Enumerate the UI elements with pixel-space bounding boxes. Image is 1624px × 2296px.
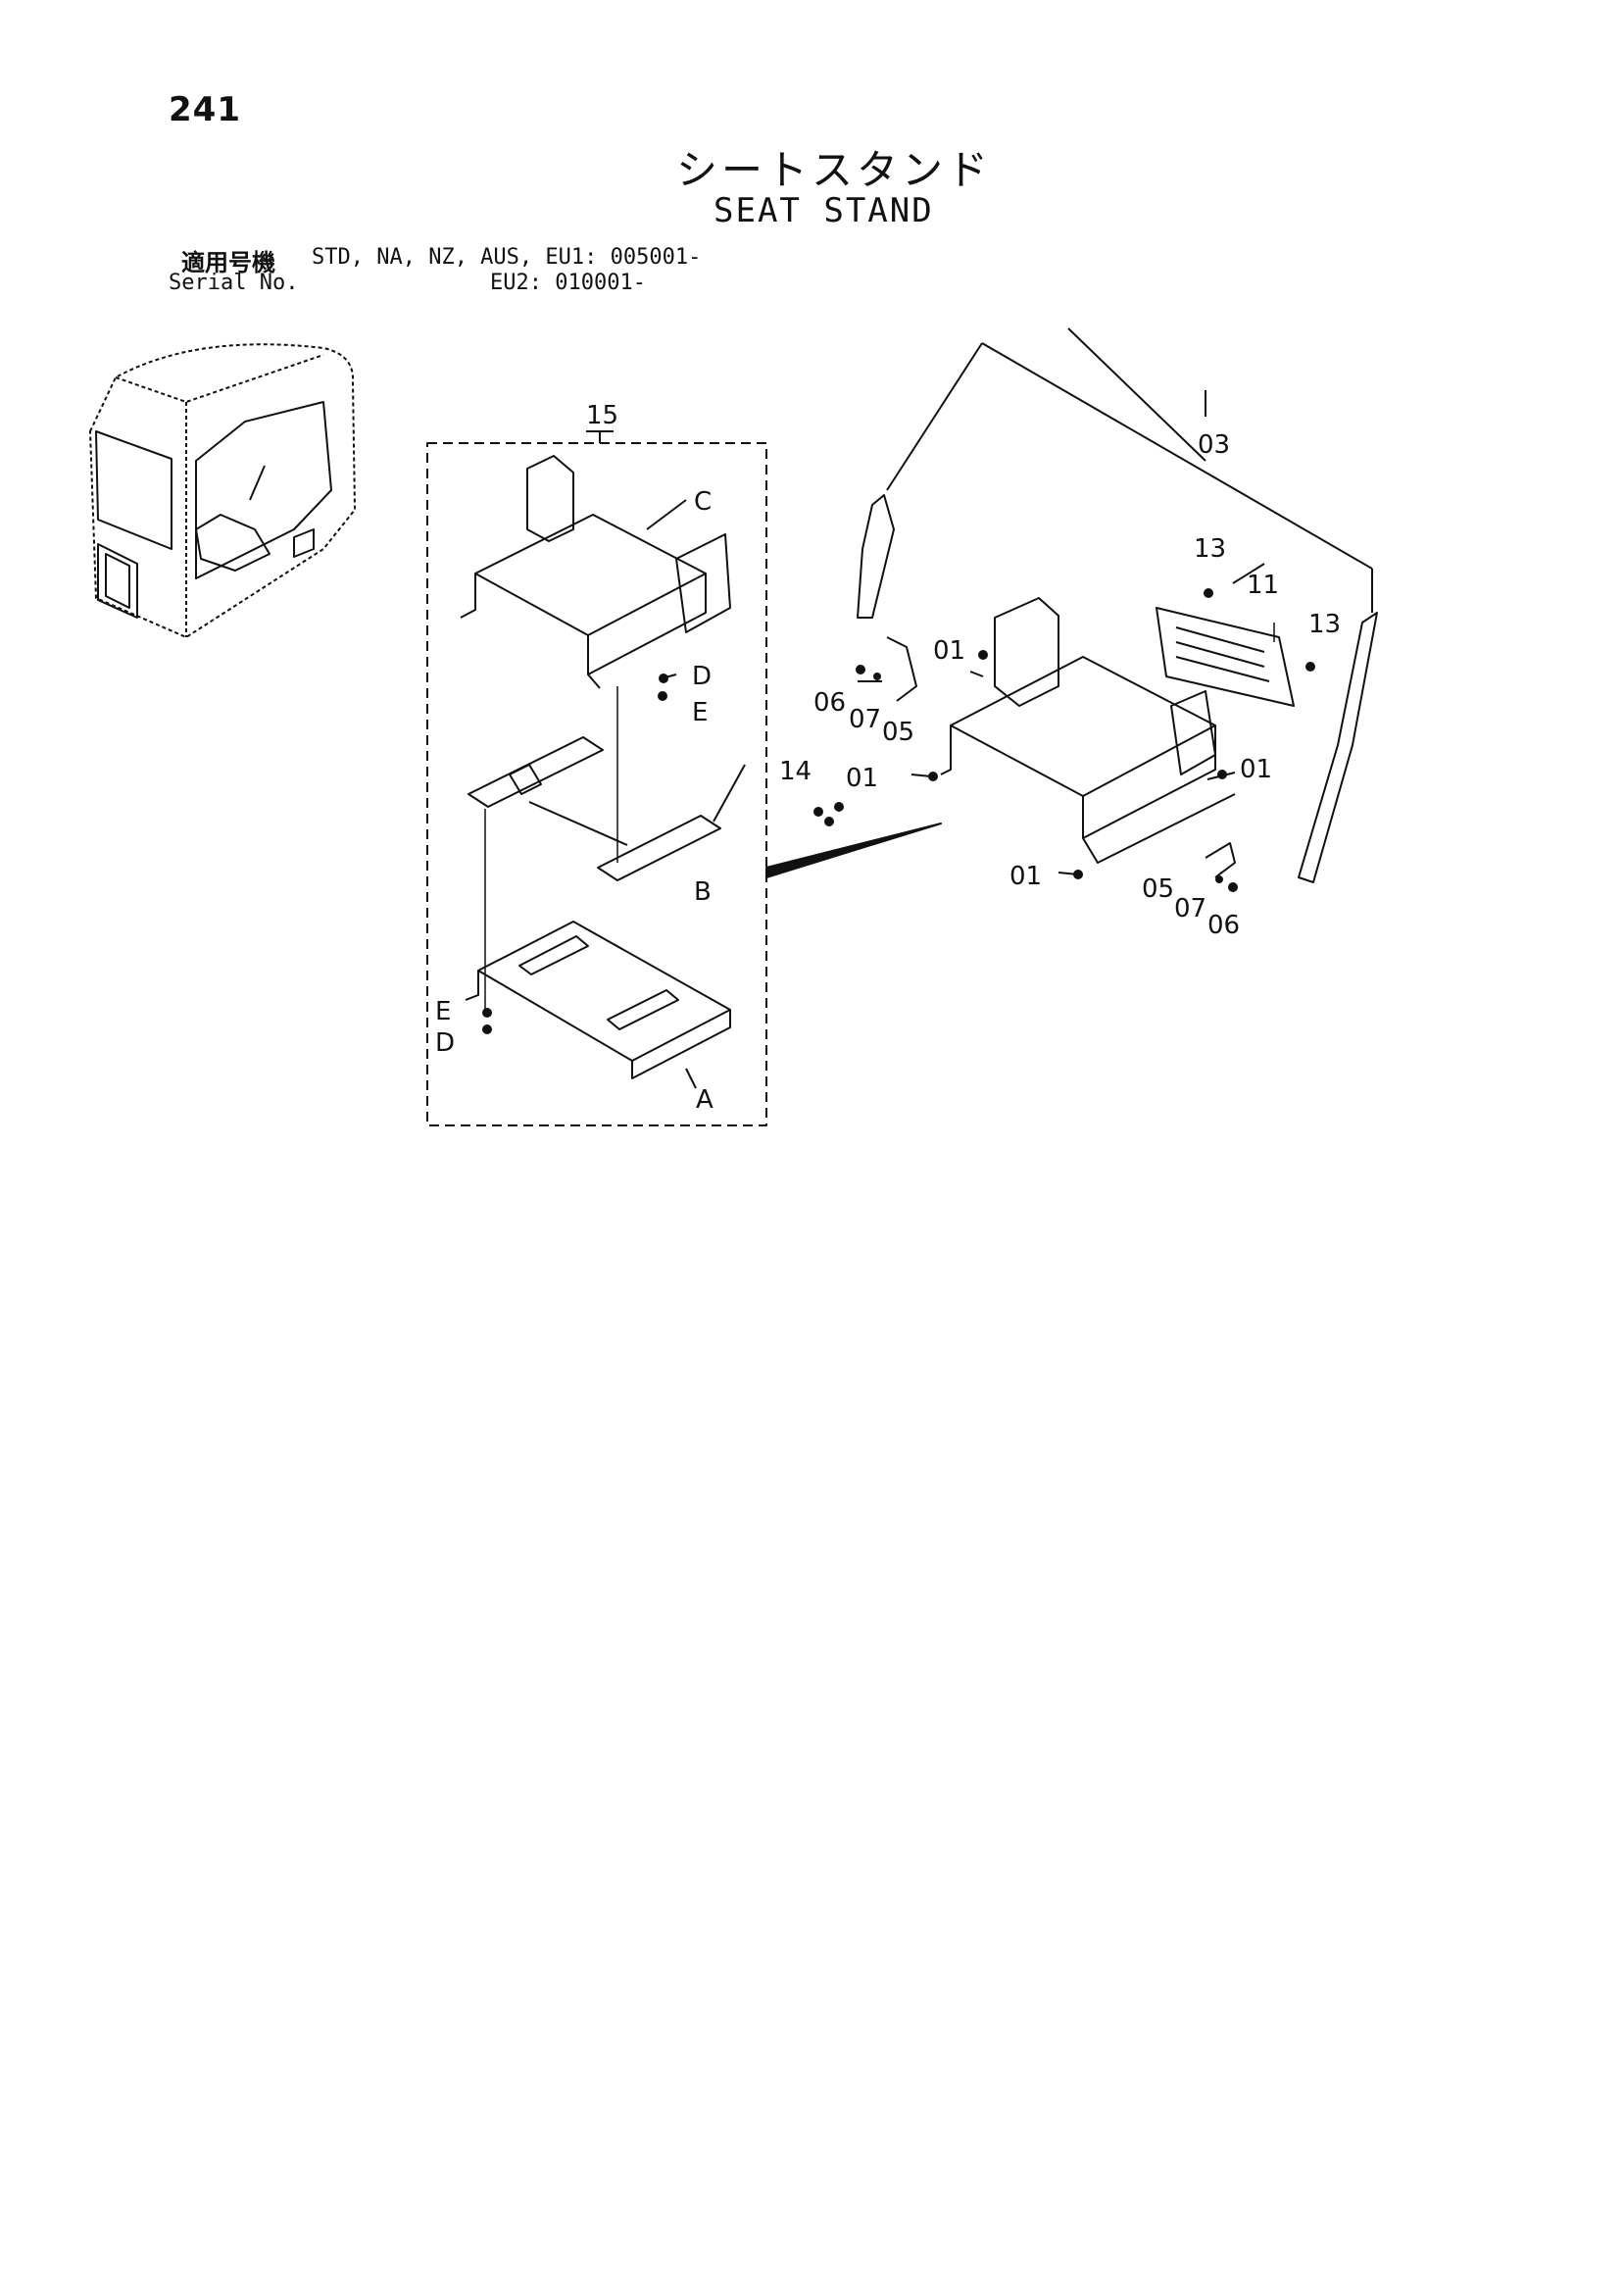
seat-stand-assembly [940,597,1295,864]
label-01-right: 01 [1240,755,1272,784]
label-b: B [694,877,712,907]
serial-label-japanese: 適用号機 [181,249,275,276]
label-d-upper: D [692,662,712,691]
label-06-left: 06 [813,688,846,718]
assembly-15-box [426,430,767,1126]
serial-label-english: Serial No. [169,271,299,295]
label-a: A [696,1085,714,1115]
title-english: SEAT STAND [714,191,934,230]
label-11: 11 [1247,571,1279,600]
page-number: 241 [169,90,241,129]
label-01-middle: 01 [846,764,878,793]
part-c-upper-base [460,455,731,689]
serial-models: STD, NA, NZ, AUS, EU1: 005001- [312,245,702,270]
label-01-top: 01 [933,636,965,666]
label-13-right: 13 [1308,610,1341,639]
label-06-right: 06 [1207,911,1240,940]
serial-eu2: EU2: 010001- [490,271,646,295]
label-14: 14 [779,757,812,786]
label-d-lower: D [435,1028,455,1058]
label-15: 15 [586,401,618,430]
part-b-slide-rail [468,736,746,881]
label-01-bottom: 01 [1009,862,1042,891]
title-japanese: シートスタンド [676,146,993,194]
label-05-left: 05 [882,718,914,747]
label-07-right: 07 [1174,894,1206,923]
label-13-left: 13 [1194,534,1226,564]
part-03-seat-belt [857,342,1378,883]
label-05-right: 05 [1142,874,1174,904]
label-e-lower: E [435,997,451,1026]
label-07-left: 07 [849,705,881,734]
label-e-upper: E [692,698,708,727]
part-a-base-plate [465,921,731,1079]
cab-thumbnail-icon [89,343,356,638]
label-c: C [694,487,712,517]
label-03: 03 [1198,430,1230,460]
